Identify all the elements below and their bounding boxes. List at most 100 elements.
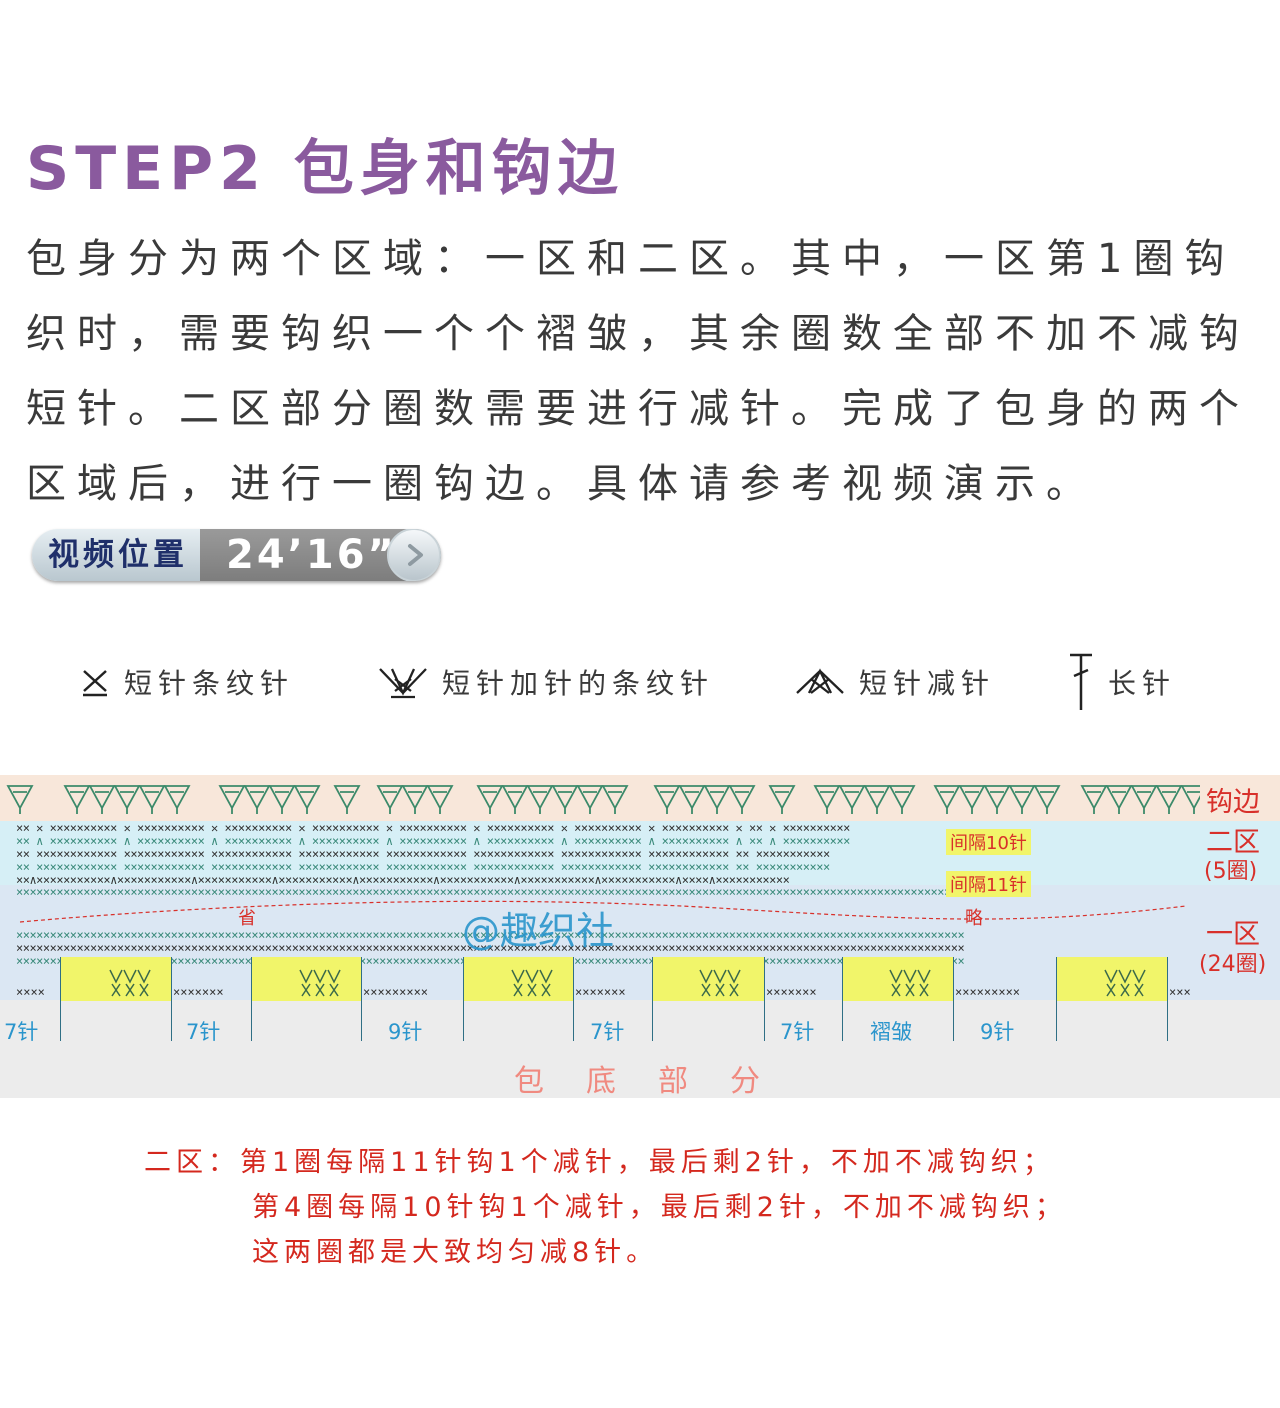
- note-line-3: 这两圈都是大致均匀减8针。: [252, 1237, 659, 1268]
- pleat-stitch: [511, 969, 525, 997]
- shell-stitch: [243, 785, 271, 814]
- zone1-row-2: ××××××××××××××××××××××××××××××××××××××××…: [16, 942, 965, 955]
- count-label: 7针: [186, 1020, 221, 1044]
- edge-shell-row: [6, 785, 1200, 814]
- video-position-label: 视频位置: [32, 529, 200, 581]
- divider: [463, 957, 464, 1041]
- shell-stitch: [653, 785, 681, 814]
- zone2-row-3: ×× ×××××××××××× ×××××××××××× ×××××××××××…: [16, 848, 830, 861]
- shell-stitch: [838, 785, 866, 814]
- legend-item-sc-stripe: 短针条纹针: [80, 662, 294, 702]
- divider: [1056, 957, 1057, 1041]
- play-button[interactable]: [386, 529, 441, 581]
- note-line-2: 第4圈每隔10针钩1个减针，最后剩2针，不加不减钩织；: [252, 1192, 1067, 1223]
- video-position-badge[interactable]: 视频位置 24’16”: [32, 529, 441, 581]
- shell-stitch: [601, 785, 629, 814]
- shell-stitch: [1008, 785, 1036, 814]
- shell-stitch: [333, 785, 361, 814]
- shell-stitch: [888, 785, 916, 814]
- pleat-stitch: [699, 969, 713, 997]
- shell-stitch: [728, 785, 756, 814]
- shell-stitch: [6, 785, 34, 814]
- divider: [953, 957, 954, 1041]
- shell-stitch: [401, 785, 429, 814]
- shell-stitch: [1080, 785, 1108, 814]
- shell-stitch: [933, 785, 961, 814]
- pleat-stitch: [917, 969, 931, 997]
- pleat-area: [251, 957, 361, 1001]
- base-label: 包 底 部 分: [514, 1064, 766, 1099]
- pleat-stitch: [903, 969, 917, 997]
- legend-label: 短针加针的条纹针: [442, 667, 715, 700]
- play-icon: [407, 544, 423, 566]
- pleat-stitch: [313, 969, 327, 997]
- zone1-row-top: ××××××××××××××××××××××××××××××××××××××××…: [16, 886, 965, 899]
- shell-stitch: [63, 785, 91, 814]
- pleat-stitch: [713, 969, 727, 997]
- shell-stitch: [163, 785, 191, 814]
- shell-stitch: [376, 785, 404, 814]
- pleat-stitch: [109, 969, 123, 997]
- note-line-1: 二区：第1圈每隔11针钩1个减针，最后剩2针，不加不减钩织；: [144, 1147, 1055, 1178]
- sc-decrease-icon: [796, 668, 844, 694]
- zone2-row-1: ××∧×××××××××××∧×××××××××××∧×××××××××××∧×…: [16, 874, 790, 887]
- shell-stitch: [1155, 785, 1183, 814]
- shell-stitch: [958, 785, 986, 814]
- zone2-label: 二区: [1206, 827, 1260, 858]
- round1-sc: ×××××××××: [363, 985, 429, 999]
- pleat-stitch: [525, 969, 539, 997]
- pleat-stitch: [539, 969, 553, 997]
- shell-stitch: [268, 785, 296, 814]
- shell-stitch: [476, 785, 504, 814]
- shell-stitch: [768, 785, 796, 814]
- legend-item-sc-decrease: 短针减针: [795, 662, 995, 702]
- round1-sc: ×××××××: [766, 985, 817, 999]
- shell-stitch: [88, 785, 116, 814]
- round1-sc: ×××××××: [173, 985, 224, 999]
- shell-stitch: [576, 785, 604, 814]
- watermark: @趣织社: [462, 909, 615, 953]
- pleat-stitch: [727, 969, 741, 997]
- legend-item-dc: 长针: [1068, 652, 1176, 712]
- instructions-paragraph: 包身分为两个区域：一区和二区。其中，一区第1圈钩织时，需要钩织一个个褶皱，其余圈…: [26, 236, 1250, 507]
- zone2-band: [0, 821, 1280, 885]
- omit-label-left: 省: [238, 908, 256, 929]
- pleat-stitch: [137, 969, 151, 997]
- pleat-stitch: [889, 969, 903, 997]
- legend-item-sc-increase-stripe: 短针加针的条纹针: [378, 662, 714, 702]
- divider: [1167, 957, 1168, 1041]
- pleat-area: [1056, 957, 1167, 1001]
- divider: [251, 957, 252, 1041]
- pleat-stitch-symbols: [109, 969, 1146, 997]
- sc-stripe-icon: [83, 670, 107, 697]
- pleat-stitch: [1132, 969, 1146, 997]
- shell-stitch: [1033, 785, 1061, 814]
- pleat-stitch: [1118, 969, 1132, 997]
- shell-stitch: [138, 785, 166, 814]
- edge-band: [0, 775, 1280, 821]
- omit-label-right: 略: [965, 908, 983, 929]
- shell-stitch: [426, 785, 454, 814]
- divider: [361, 957, 362, 1041]
- round1-sc: ×××××××××: [955, 985, 1021, 999]
- instructions-text: 包身分为两个区域：一区和二区。其中，一区第1圈钩织时，需要钩织一个个褶皱，其余圈…: [26, 222, 1266, 597]
- shell-stitch: [983, 785, 1011, 814]
- count-label: 7针: [4, 1020, 39, 1044]
- zone1-rounds: (24圈): [1199, 952, 1267, 977]
- pleat-area: [463, 957, 573, 1001]
- sc-increase-stripe-icon: [379, 668, 427, 699]
- count-label: 7针: [590, 1020, 625, 1044]
- count-label: 褶皱: [870, 1020, 912, 1044]
- shell-stitch: [863, 785, 891, 814]
- gap10-label: 间隔10针: [946, 829, 1031, 855]
- zone-edge-label: 钩边: [1206, 787, 1260, 818]
- shell-stitch: [703, 785, 731, 814]
- legend-label: 长针: [1108, 667, 1177, 700]
- gap11-label: 间隔11针: [946, 871, 1031, 897]
- dc-icon: [1070, 653, 1092, 710]
- divider: [842, 957, 843, 1041]
- shell-stitch: [813, 785, 841, 814]
- pleat-stitch: [299, 969, 313, 997]
- zone2-row-4: ×× ∧ ×××××××××× ∧ ×××××××××× ∧ ×××××××××…: [16, 835, 850, 848]
- count-label: 9针: [980, 1020, 1015, 1044]
